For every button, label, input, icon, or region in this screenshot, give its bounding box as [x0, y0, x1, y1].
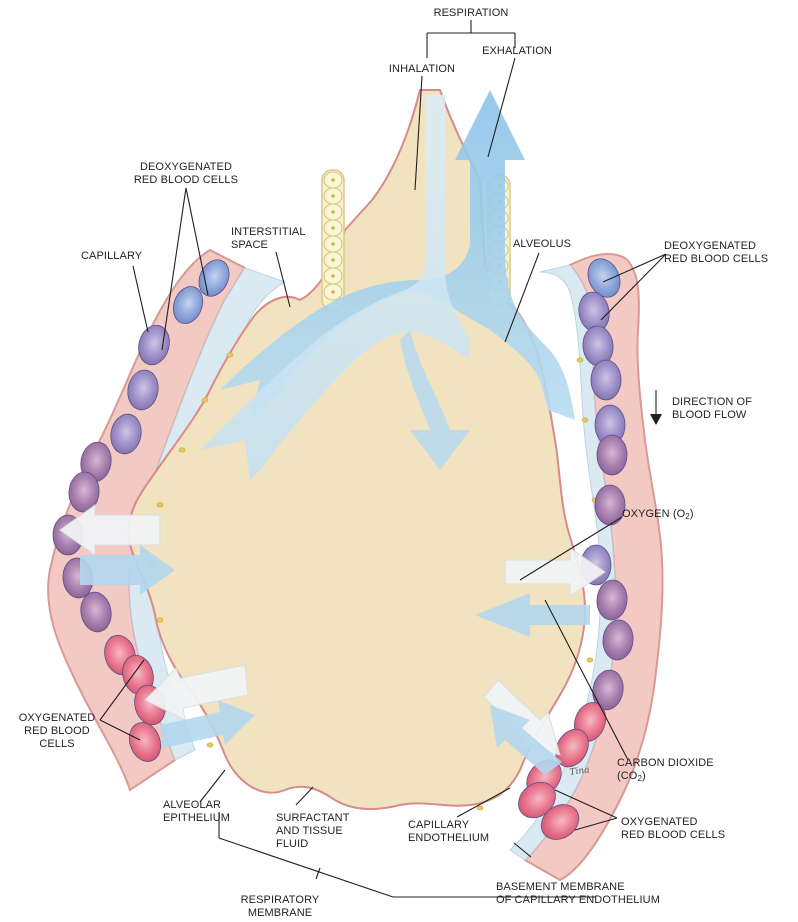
bronchiole-cells-left: [322, 170, 344, 310]
alveolus-label: ALVEOLUS: [513, 238, 571, 251]
respiration-label: RESPIRATION: [430, 7, 512, 20]
oxygen-label: OXYGEN (O2): [622, 508, 694, 523]
inhalation-label: INHALATION: [381, 63, 463, 76]
carbon-dioxide-label: CARBON DIOXIDE(CO2): [617, 757, 714, 785]
exhalation-label: EXHALATION: [476, 45, 558, 58]
capillary-label: CAPILLARY: [81, 250, 142, 263]
direction-arrowhead: [650, 414, 662, 425]
